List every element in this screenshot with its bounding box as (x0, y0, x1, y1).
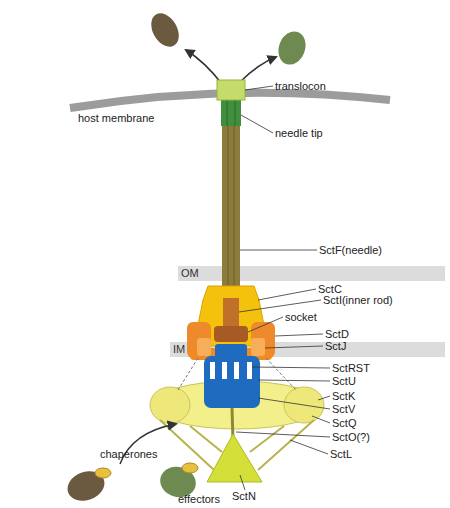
leader-line (258, 398, 330, 409)
part-label: translocon (275, 80, 326, 92)
effector-blob (274, 28, 310, 69)
chaperone-blob (95, 468, 111, 478)
dashed-line (178, 358, 198, 390)
export-gate (204, 356, 260, 408)
secretin (197, 286, 265, 346)
secretion-arrow (240, 57, 276, 82)
leader-line (275, 334, 323, 336)
inner-rod (223, 298, 239, 342)
leader-line (248, 317, 283, 332)
part-label: socket (285, 311, 317, 323)
membrane-label: IM (173, 343, 185, 355)
membrane-band: OM (178, 266, 445, 281)
part-label: SctRST (332, 362, 370, 374)
part-label: SctO(?) (332, 431, 370, 443)
part-label: host membrane (78, 112, 154, 124)
pod (284, 387, 324, 423)
spoke (160, 420, 214, 470)
leader-line (252, 367, 330, 368)
part-label: SctI(inner rod) (323, 294, 393, 306)
part-label: SctF(needle) (319, 244, 382, 256)
needle-tip (221, 100, 241, 126)
part-label: SctN (232, 490, 256, 502)
membrane-band: IM (170, 342, 445, 357)
socket (214, 326, 248, 342)
leader-line (245, 86, 273, 90)
gate-slot (247, 362, 252, 379)
part-label: SctJ (325, 340, 346, 352)
translocon (217, 80, 245, 100)
secretion-arrow (186, 50, 222, 84)
part-label: chaperones (100, 448, 158, 460)
leader-line (240, 250, 317, 251)
gate-slot (234, 362, 239, 379)
sorting-platform (151, 381, 323, 429)
leader-lines (236, 86, 330, 490)
membrane-label: OM (181, 267, 199, 279)
atpase (207, 434, 262, 482)
leader-line (240, 475, 245, 490)
effector-blob (146, 8, 185, 51)
leader-line (241, 115, 273, 133)
needle-line (234, 126, 235, 310)
needle-line (228, 126, 229, 310)
host-membrane (70, 93, 390, 108)
needle-tip-line (235, 100, 236, 126)
part-label: needle tip (275, 127, 323, 139)
part-label: SctD (325, 328, 349, 340)
dashed-line (266, 358, 296, 390)
leader-line (290, 440, 328, 454)
needle (222, 126, 240, 310)
spoke (250, 426, 284, 452)
part-label: SctV (332, 403, 355, 415)
gate-slot (210, 362, 215, 379)
chaperone-blob (182, 463, 198, 473)
part-label: SctK (332, 390, 355, 402)
effector-blob (63, 466, 108, 505)
leader-line (239, 300, 321, 312)
leader-line (312, 416, 330, 423)
gate-slot (222, 362, 227, 379)
stalk (232, 408, 233, 440)
pod (150, 387, 190, 423)
part-label: SctU (332, 375, 356, 387)
leader-line (258, 289, 316, 300)
part-label: SctL (330, 448, 352, 460)
needle-tip-line (227, 100, 228, 126)
leader-line (236, 432, 330, 437)
part-label: SctC (318, 283, 342, 295)
spoke (190, 426, 222, 452)
part-label: effectors (178, 493, 220, 505)
leader-line (318, 396, 330, 400)
leader-line (258, 380, 330, 381)
part-label: SctQ (332, 417, 356, 429)
spoke (258, 420, 314, 470)
